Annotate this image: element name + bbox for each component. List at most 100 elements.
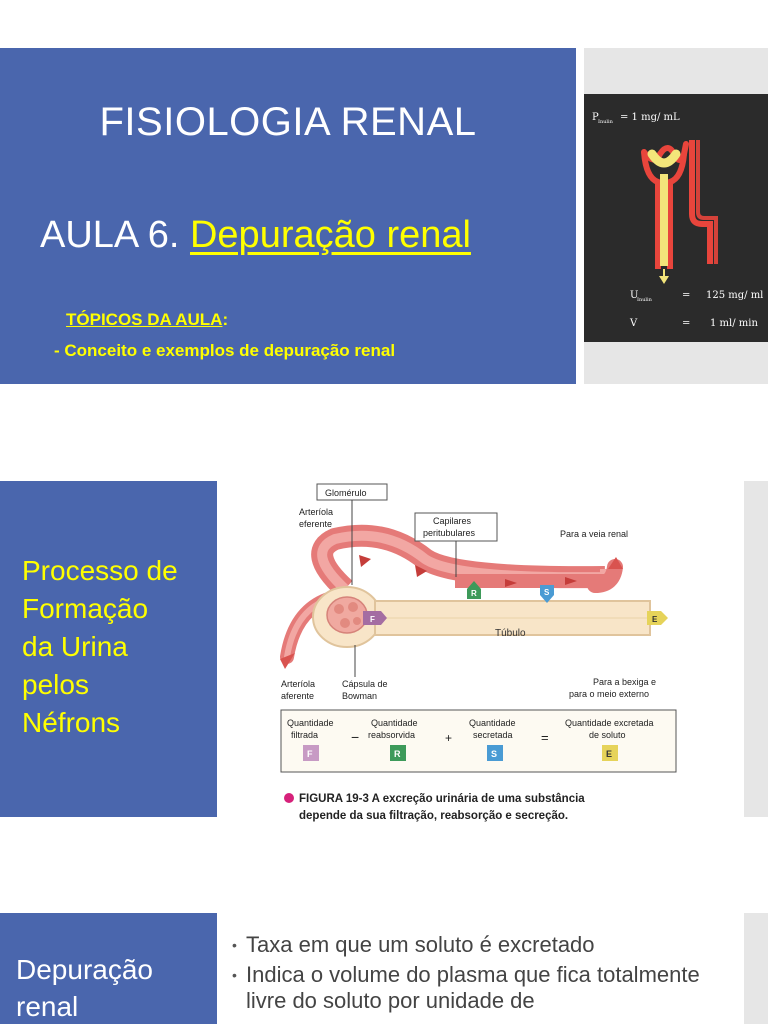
slide3-side-panel bbox=[744, 913, 768, 1024]
excretion-letter: E bbox=[652, 615, 658, 624]
capilares-label: peritubulares bbox=[423, 528, 476, 538]
caption-figure-number: FIGURA 19-3 bbox=[299, 793, 369, 805]
v-value: 1 ml/ min bbox=[710, 318, 758, 329]
veia-label: Para a veia renal bbox=[560, 529, 628, 539]
afferent-label: Arteríola bbox=[281, 679, 315, 689]
slide2-title-line: pelos bbox=[22, 669, 89, 700]
v-label: V bbox=[629, 318, 638, 329]
glomerulus-loop bbox=[334, 604, 344, 614]
slide2-title-panel bbox=[0, 481, 217, 817]
secretion-arrow bbox=[540, 585, 554, 603]
peritubular-capillary bbox=[689, 140, 713, 264]
u-value: 125 mg/ ml bbox=[706, 290, 763, 301]
afferent-arrow bbox=[280, 653, 295, 669]
flow-arrow-4 bbox=[565, 577, 577, 585]
filtration-letter: F bbox=[370, 615, 375, 624]
p-value: = 1 mg/ mL bbox=[620, 112, 680, 123]
capsula-label: Bowman bbox=[342, 691, 377, 701]
eq-secretada-label: Quantidade bbox=[469, 718, 516, 728]
eq-filtrada-label: filtrada bbox=[291, 730, 318, 740]
collecting-tube bbox=[660, 174, 668, 266]
caption-bullet bbox=[284, 793, 294, 803]
figure-caption-line2: depende da sua filtração, reabsorção e s… bbox=[299, 810, 568, 822]
glomerulus-loop bbox=[353, 617, 361, 625]
figure-caption: FIGURA 19-3 A excreção urinária de uma s… bbox=[299, 793, 585, 805]
inulin-nephron-drawing: P Inulin = 1 mg/ mL U Inulin = 125 mg/ m… bbox=[592, 112, 763, 329]
bullet-text: Taxa em que um soluto é excretado bbox=[246, 932, 595, 957]
eq-filtrada-label: Quantidade bbox=[287, 718, 334, 728]
glomerulo-label: Glomérulo bbox=[325, 488, 367, 498]
nephron-figure: Túbulo F R S E Glomérulo Arteríola efere… bbox=[280, 483, 677, 822]
slide2-title-line: da Urina bbox=[22, 631, 128, 662]
eq-e-box bbox=[602, 745, 618, 761]
slide2-title-line: Néfrons bbox=[22, 707, 121, 738]
slide2-title-line: Processo de bbox=[22, 555, 178, 586]
slide3-title-line: renal bbox=[16, 991, 79, 1022]
eq-plus: + bbox=[445, 731, 452, 745]
bexiga-label: Para a bexiga e bbox=[593, 677, 656, 687]
slide2-title-line: Formação bbox=[22, 593, 149, 624]
renal-vein-arrow bbox=[608, 557, 623, 569]
p-subscript: Inulin bbox=[598, 119, 614, 125]
bullet-dot-icon: • bbox=[232, 937, 237, 953]
excretion-arrow bbox=[647, 611, 668, 625]
renal-vein-outflow bbox=[587, 559, 623, 593]
bexiga-label: para o meio externo bbox=[569, 689, 649, 699]
reabsorption-letter: R bbox=[471, 589, 477, 598]
eq-excretada-label: de soluto bbox=[589, 730, 626, 740]
slide1-title-panel bbox=[0, 48, 576, 384]
proximal-tubule bbox=[641, 151, 661, 269]
slide-title: FISIOLOGIA RENAL bbox=[99, 100, 477, 144]
bullet-item: • Taxa em que um soluto é excretado bbox=[232, 932, 732, 958]
slide3-bullet-list: • Taxa em que um soluto é excretado • Indi… bbox=[232, 932, 732, 1018]
lesson-number: AULA 6. bbox=[40, 214, 190, 256]
lesson-heading: AULA 6. Depuração renal bbox=[40, 214, 471, 257]
glomerulus-loop bbox=[340, 618, 350, 628]
flow-arrow-2 bbox=[415, 565, 427, 577]
afferent-label: aferente bbox=[281, 691, 314, 701]
caption-text: A excreção urinária de uma substância bbox=[369, 793, 585, 805]
u-subscript: Inulin bbox=[637, 297, 653, 303]
eq-r-letter: R bbox=[394, 749, 401, 759]
slide3-title: Depuração renal bbox=[16, 951, 153, 1025]
slide2-side-panel bbox=[744, 481, 768, 817]
filtration-arrow bbox=[363, 611, 387, 625]
capilares-label: Capilares bbox=[433, 516, 472, 526]
slide2-title: Processo de Formação da Urina pelos Néfr… bbox=[22, 552, 178, 742]
eq-equals: = bbox=[541, 730, 549, 745]
glomerulus-tuft bbox=[326, 596, 368, 634]
bullet-dot-icon: • bbox=[232, 967, 237, 983]
capsula-label: Cápsula de bbox=[342, 679, 388, 689]
eq-reabsorvida-label: Quantidade bbox=[371, 718, 418, 728]
slide3-title-line: Depuração bbox=[16, 954, 153, 985]
topics-colon: : bbox=[222, 310, 229, 329]
eq-secretada-label: secretada bbox=[473, 730, 513, 740]
reabsorption-arrow bbox=[467, 581, 481, 599]
eq-e-letter: E bbox=[606, 749, 612, 759]
glomerulus bbox=[647, 149, 681, 168]
u-equals: = bbox=[682, 290, 690, 301]
bullet-text: Indica o volume do plasma que fica total… bbox=[246, 962, 700, 1013]
tubule-label: Túbulo bbox=[495, 628, 526, 639]
u-label: U bbox=[630, 290, 638, 301]
bullet-item: • Indica o volume do plasma que fica tota… bbox=[232, 962, 732, 1014]
eq-f-letter: F bbox=[307, 749, 313, 759]
v-equals: = bbox=[682, 318, 690, 329]
eq-excretada-label: Quantidade excretada bbox=[565, 718, 654, 728]
lesson-topic: Depuração renal bbox=[189, 214, 471, 256]
flow-arrow-3 bbox=[505, 579, 517, 587]
topics-label: TÓPICOS DA AULA bbox=[66, 310, 223, 329]
topic-bullet: - Conceito e exemplos de depuração renal bbox=[54, 341, 396, 360]
efferent-label: Arteríola bbox=[299, 507, 333, 517]
equation-box bbox=[280, 709, 677, 773]
eq-reabsorvida-label: reabsorvida bbox=[368, 730, 415, 740]
topics-heading: TÓPICOS DA AULA: bbox=[66, 310, 228, 330]
eq-r-box bbox=[390, 745, 406, 761]
eq-f-box bbox=[303, 745, 319, 761]
urine-arrow-head bbox=[659, 276, 669, 284]
eq-s-letter: S bbox=[491, 749, 497, 759]
p-label: P bbox=[592, 112, 599, 123]
eq-minus: − bbox=[351, 729, 359, 745]
distal-tubule bbox=[667, 153, 687, 269]
slide3-title-panel bbox=[0, 913, 217, 1024]
